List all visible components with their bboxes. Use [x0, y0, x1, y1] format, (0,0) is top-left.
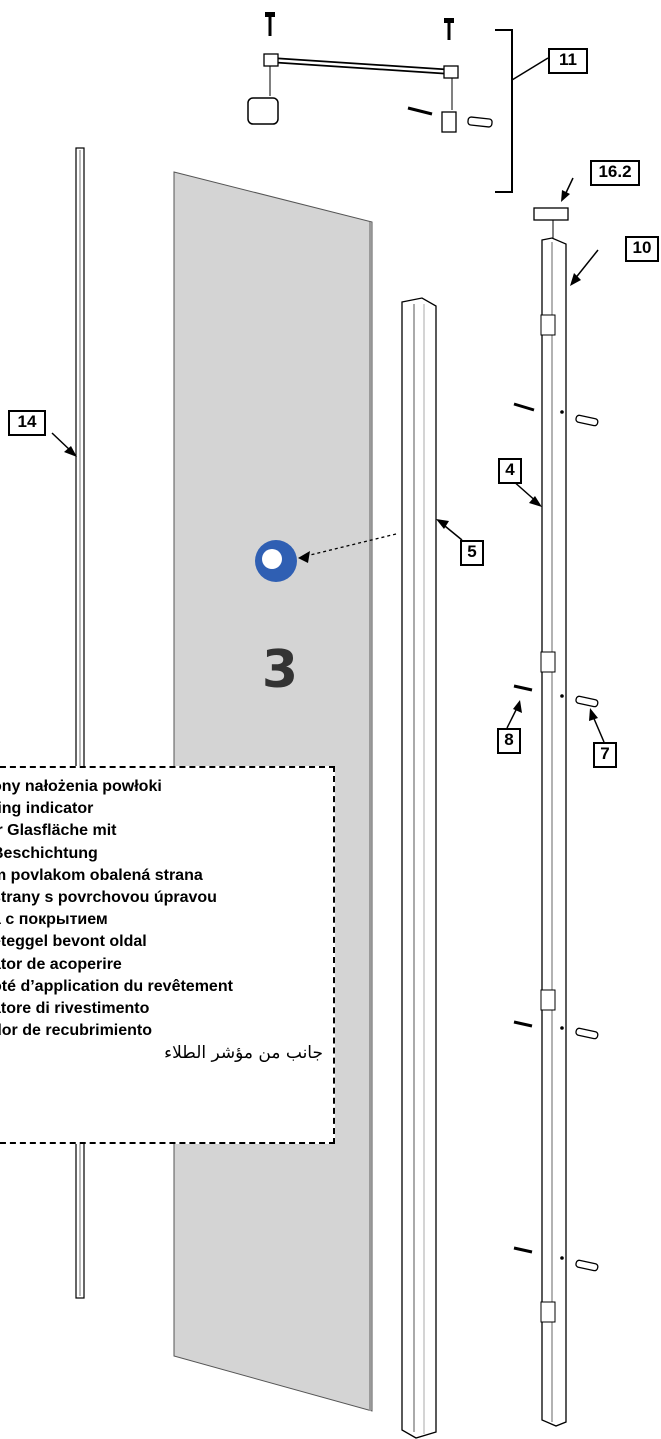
indicator-pointer: [301, 533, 397, 558]
coating-text-line: dor de recubrimiento: [0, 1022, 153, 1040]
callout-10: 10: [625, 236, 659, 262]
coating-text-line: ony nałożenia powłoki: [0, 778, 162, 795]
glass-panel-number: 3: [261, 640, 299, 700]
bracket-11: [495, 29, 513, 193]
coating-text-line: ôté d’application du revêtement: [0, 977, 233, 995]
wall-profile-4: [540, 237, 567, 1427]
coating-text-line: a с покрытием: [0, 911, 108, 929]
wall-anchors-7: [575, 414, 599, 1272]
coating-text-line: m povlakom obalená strana: [0, 866, 203, 884]
coating-text-arabic: جانب من مؤشر الطلاء: [164, 1043, 323, 1064]
profile-5: [401, 297, 437, 1439]
end-cap-16-2: [533, 207, 569, 238]
callout-7: 7: [593, 742, 617, 768]
coating-text-line: strany s povrchovou úpravou: [0, 889, 217, 907]
coating-text-line: ator de acoperire: [0, 955, 122, 973]
stabilizer-bar-11: [247, 12, 493, 133]
leader-arrows: [51, 177, 605, 743]
coating-text-line: Beschichtung: [0, 844, 98, 862]
coating-indicator-legend: ony nałożenia powłoki ting indicator ir …: [0, 766, 335, 1144]
callout-11: 11: [548, 48, 588, 74]
callout-5: 5: [460, 540, 484, 566]
screws-8: [513, 402, 535, 1254]
callout-14: 14: [8, 410, 46, 436]
coating-text-line: ting indicator: [0, 800, 94, 818]
callout-4: 4: [498, 458, 522, 484]
callout-8: 8: [497, 728, 521, 754]
coating-text-line: atore di rivestimento: [0, 1000, 150, 1018]
coating-text-line: ir Glasfläche mit: [0, 822, 117, 840]
coating-text-line: ёteggel bevont oldal: [0, 933, 147, 951]
callout-16-2: 16.2: [590, 160, 640, 186]
